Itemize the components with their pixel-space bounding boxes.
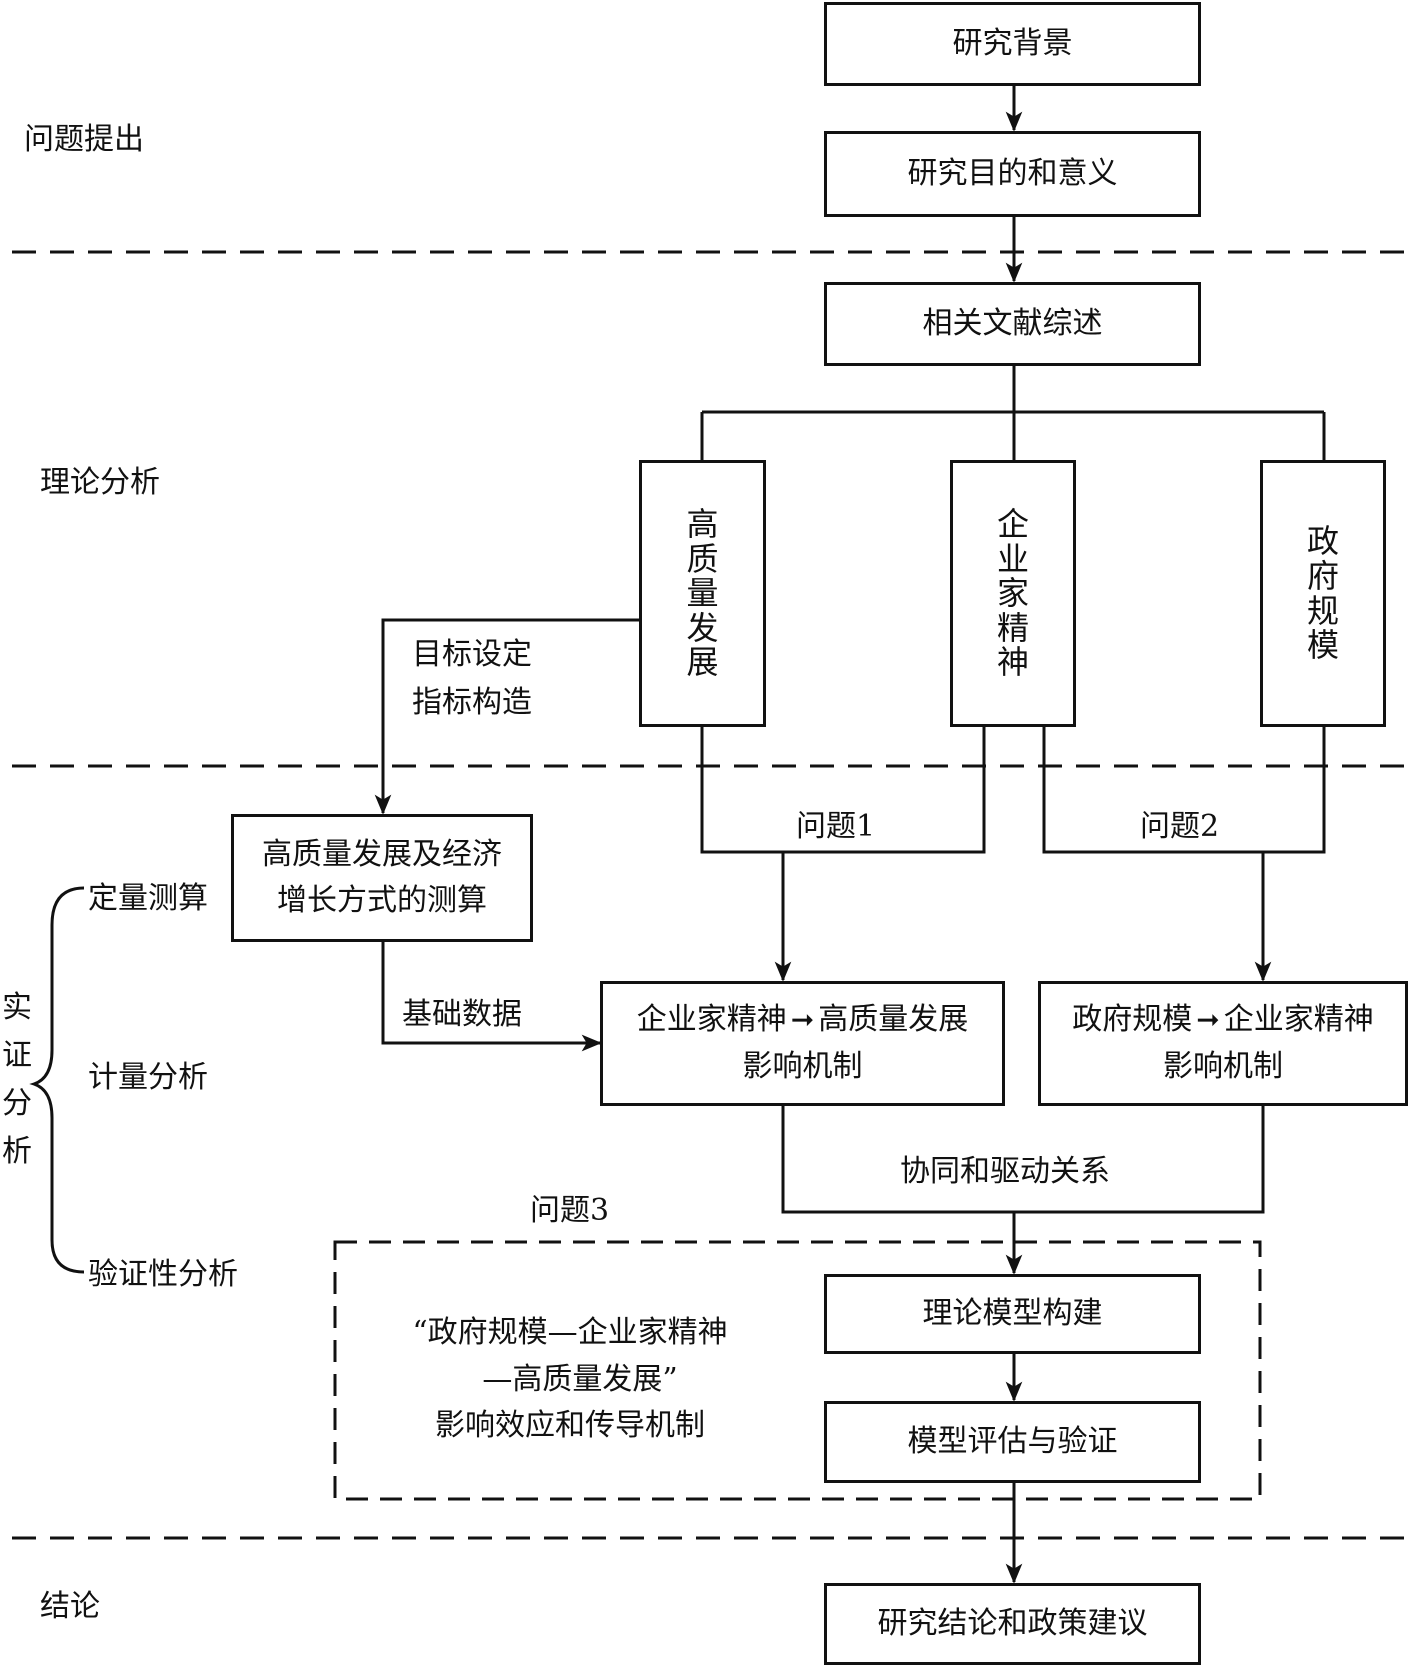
box-conclusion-label: 研究结论和政策建议: [877, 1605, 1148, 1641]
box-entrepreneurship-label: 企业家精神: [997, 505, 1030, 682]
box-research-purpose-label: 研究目的和意义: [907, 155, 1118, 191]
box-measurement-line1: 高质量发展及经济: [262, 836, 502, 872]
verification-group-frame: [333, 1240, 1262, 1501]
label-question-3: 问题3: [530, 1193, 610, 1228]
effect-line-1: “政府规模—企业家精神: [412, 1315, 728, 1350]
sub-stage-verify: 验证性分析: [88, 1257, 238, 1292]
box-model-building: 理论模型构建: [824, 1274, 1201, 1354]
box-model-evaluation-label: 模型评估与验证: [907, 1423, 1118, 1459]
mechanism-2-relation: 政府规模➞企业家精神: [1072, 997, 1373, 1044]
mechanism-1-relation: 企业家精神➞高质量发展: [637, 997, 968, 1044]
line-question2: [1042, 727, 1326, 854]
effect-description: “政府规模—企业家精神 —高质量发展” 影响效应和传导机制: [380, 1310, 760, 1450]
sub-stage-quant: 定量测算: [88, 881, 208, 916]
stage-dividers: [12, 250, 1417, 1540]
box-high-quality-development: 高质量发展: [639, 460, 766, 727]
box-mechanism-1: 企业家精神➞高质量发展 影响机制: [600, 981, 1005, 1106]
box-model-evaluation: 模型评估与验证: [824, 1401, 1201, 1483]
box-mechanism-2: 政府规模➞企业家精神 影响机制: [1038, 981, 1408, 1106]
box-hqd-label: 高质量发展: [686, 505, 719, 682]
arrow-measure-to-mech1: [381, 942, 602, 1052]
mechanism-1-to: 高质量发展: [818, 1002, 969, 1037]
mechanism-2-to: 企业家精神: [1223, 1002, 1374, 1037]
right-arrow-icon: ➞: [790, 1003, 815, 1036]
stage-label-problem: 问题提出: [24, 122, 144, 157]
box-conclusion: 研究结论和政策建议: [824, 1583, 1201, 1665]
stage-label-conclusion: 结论: [40, 1589, 100, 1624]
mechanism-2-from: 政府规模: [1072, 1002, 1193, 1037]
effect-line-3: 影响效应和传导机制: [435, 1408, 705, 1443]
mechanism-1-from: 企业家精神: [636, 1002, 787, 1037]
box-entrepreneurship: 企业家精神: [950, 460, 1076, 727]
label-base-data: 基础数据: [402, 997, 522, 1032]
mechanism-2-line2: 影响机制: [1163, 1048, 1283, 1084]
sub-stage-econ: 计量分析: [88, 1060, 208, 1095]
label-question-1: 问题1: [796, 809, 876, 844]
box-research-background: 研究背景: [824, 2, 1201, 86]
box-measurement-line2: 增长方式的测算: [277, 883, 487, 918]
effect-line-2: —高质量发展”: [482, 1361, 678, 1397]
stage-label-empirical: 实证分析: [2, 990, 32, 1169]
label-synergy: 协同和驱动关系: [900, 1154, 1110, 1189]
box-government-size: 政府规模: [1260, 460, 1386, 727]
box-research-purpose: 研究目的和意义: [824, 131, 1201, 217]
box-literature-review: 相关文献综述: [824, 282, 1201, 366]
connectors: [29, 86, 1326, 1584]
label-question-2: 问题2: [1140, 809, 1220, 844]
label-indicator-construction: 指标构造: [412, 685, 532, 720]
line-synergy: [781, 1106, 1265, 1214]
box-literature-review-label: 相关文献综述: [922, 305, 1103, 341]
empirical-brace: [29, 886, 85, 1274]
arrow-hqd-to-measure: [374, 618, 640, 815]
mechanism-1-line2: 影响机制: [742, 1048, 863, 1084]
box-research-background-label: 研究背景: [952, 25, 1073, 61]
box-model-building-label: 理论模型构建: [922, 1295, 1103, 1331]
label-target-setting: 目标设定: [412, 637, 532, 672]
stage-label-theory: 理论分析: [40, 465, 160, 500]
box-gov-label: 政府规模: [1307, 522, 1340, 665]
right-arrow-icon: ➞: [1196, 1003, 1220, 1036]
line-question1: [700, 727, 986, 854]
box-measurement: 高质量发展及经济 增长方式的测算: [231, 814, 533, 942]
